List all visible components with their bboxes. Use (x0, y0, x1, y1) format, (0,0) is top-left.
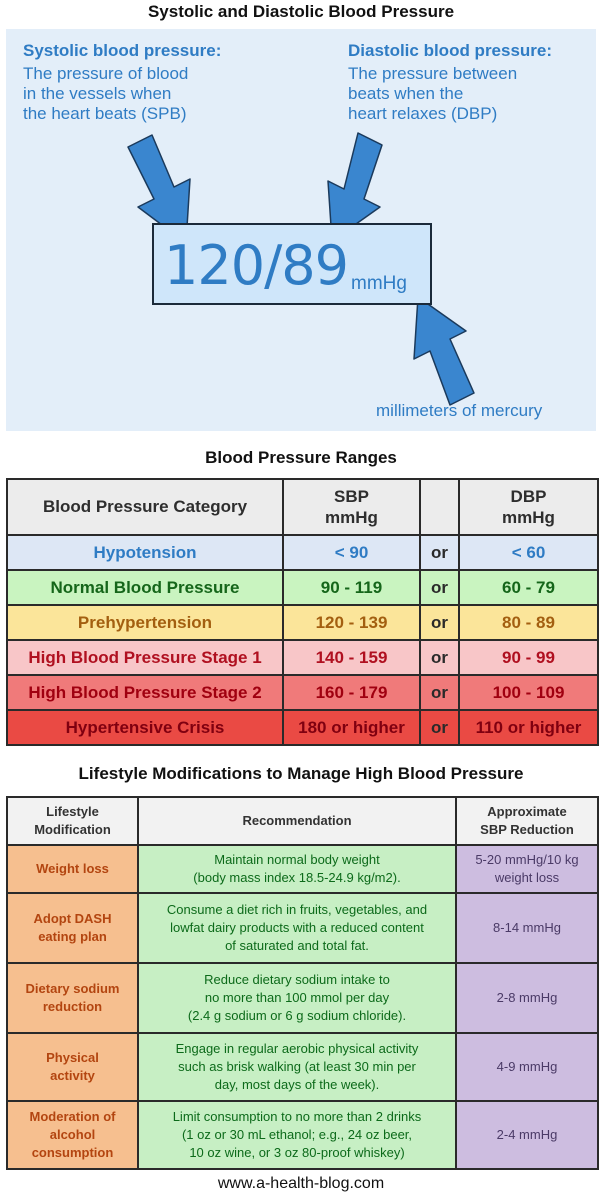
range-row-hypotension: Hypotension < 90 or < 60 (6, 534, 599, 571)
range-category: High Blood Pressure Stage 2 (6, 674, 284, 711)
range-or: or (419, 639, 460, 676)
recommendation-cell: Limit consumption to no more than 2 drin… (137, 1100, 457, 1170)
reduction-cell: 2-8 mmHg (455, 962, 599, 1034)
ranges-title: Blood Pressure Ranges (205, 448, 397, 467)
range-or: or (419, 569, 460, 606)
range-category: Hypotension (6, 534, 284, 571)
recommendation-cell: Engage in regular aerobic physical activ… (137, 1032, 457, 1102)
header-modification: Lifestyle Modification (6, 796, 139, 846)
header-recommendation: Recommendation (137, 796, 457, 846)
lifestyle-row-weight-loss: Weight loss Maintain normal body weight … (6, 844, 599, 894)
unit-arrow-icon (413, 296, 475, 406)
range-or: or (419, 674, 460, 711)
pointer-arrows (127, 132, 475, 406)
range-dbp: 80 - 89 (458, 604, 599, 641)
range-dbp: 90 - 99 (458, 639, 599, 676)
header-dbp: DBP mmHg (458, 478, 599, 536)
range-or: or (419, 534, 460, 571)
header-sbp: SBP mmHg (282, 478, 421, 536)
modification-cell: Weight loss (6, 844, 139, 894)
lifestyle-row-sodium: Dietary sodium reduction Reduce dietary … (6, 962, 599, 1034)
modification-cell: Moderation of alcohol consumption (6, 1100, 139, 1170)
systolic-heading: Systolic blood pressure: (23, 41, 222, 60)
header-sbp-unit: mmHg (325, 508, 378, 527)
range-row-crisis: Hypertensive Crisis 180 or higher or 110… (6, 709, 599, 746)
systolic-description: The pressure of blood in the vessels whe… (23, 64, 189, 123)
recommendation-cell: Reduce dietary sodium intake to no more … (137, 962, 457, 1034)
blood-pressure-diagram: Systolic blood pressure: The pressure of… (6, 29, 596, 431)
lifestyle-row-dash: Adopt DASH eating plan Consume a diet ri… (6, 892, 599, 964)
range-sbp: 180 or higher (282, 709, 421, 746)
header-dbp-unit: mmHg (502, 508, 555, 527)
ranges-header-row: Blood Pressure Category SBP mmHg DBP mmH… (6, 478, 599, 536)
diagram-title: Systolic and Diastolic Blood Pressure (147, 2, 455, 21)
range-sbp: 160 - 179 (282, 674, 421, 711)
range-or: or (419, 604, 460, 641)
header-category: Blood Pressure Category (6, 478, 284, 536)
lifestyle-modifications-table: Lifestyle Modification Recommendation Ap… (6, 796, 599, 1170)
recommendation-cell: Consume a diet rich in fruits, vegetable… (137, 892, 457, 964)
header-sbp-label: SBP (334, 487, 369, 506)
range-category: Hypertensive Crisis (6, 709, 284, 746)
range-row-stage2: High Blood Pressure Stage 2 160 - 179 or… (6, 674, 599, 711)
unit-caption: millimeters of mercury (376, 401, 543, 420)
lifestyle-row-physical: Physical activity Engage in regular aero… (6, 1032, 599, 1102)
diastolic-heading: Diastolic blood pressure: (348, 41, 553, 60)
lifestyle-title: Lifestyle Modifications to Manage High B… (78, 764, 524, 783)
reduction-cell: 2-4 mmHg (455, 1100, 599, 1170)
modification-cell: Dietary sodium reduction (6, 962, 139, 1034)
reduction-cell: 4-9 mmHg (455, 1032, 599, 1102)
blood-pressure-ranges-table: Blood Pressure Category SBP mmHg DBP mmH… (6, 478, 599, 746)
range-dbp: 100 - 109 (458, 674, 599, 711)
reading-value: 120/89 (164, 234, 349, 297)
header-or-spacer (419, 478, 460, 536)
range-category: Prehypertension (6, 604, 284, 641)
reduction-cell: 5-20 mmHg/10 kg weight loss (455, 844, 599, 894)
reading-box (152, 223, 432, 305)
range-dbp: < 60 (458, 534, 599, 571)
range-row-normal: Normal Blood Pressure 90 - 119 or 60 - 7… (6, 569, 599, 606)
header-dbp-label: DBP (510, 487, 547, 506)
diastolic-description: The pressure between beats when the hear… (348, 64, 518, 123)
range-category: High Blood Pressure Stage 1 (6, 639, 284, 676)
range-row-stage1: High Blood Pressure Stage 1 140 - 159 or… (6, 639, 599, 676)
range-sbp: 140 - 159 (282, 639, 421, 676)
range-sbp: 120 - 139 (282, 604, 421, 641)
header-reduction: Approximate SBP Reduction (455, 796, 599, 846)
reduction-cell: 8-14 mmHg (455, 892, 599, 964)
range-dbp: 110 or higher (458, 709, 599, 746)
lifestyle-header-row: Lifestyle Modification Recommendation Ap… (6, 796, 599, 846)
modification-cell: Adopt DASH eating plan (6, 892, 139, 964)
range-or: or (419, 709, 460, 746)
lifestyle-row-alcohol: Moderation of alcohol consumption Limit … (6, 1100, 599, 1170)
range-sbp: < 90 (282, 534, 421, 571)
reading-unit: mmHg (351, 273, 407, 294)
range-dbp: 60 - 79 (458, 569, 599, 606)
footer-url: www.a-health-blog.com (217, 1175, 385, 1192)
modification-cell: Physical activity (6, 1032, 139, 1102)
range-category: Normal Blood Pressure (6, 569, 284, 606)
range-row-prehypertension: Prehypertension 120 - 139 or 80 - 89 (6, 604, 599, 641)
range-sbp: 90 - 119 (282, 569, 421, 606)
recommendation-cell: Maintain normal body weight (body mass i… (137, 844, 457, 894)
systolic-arrow-icon (127, 134, 191, 244)
